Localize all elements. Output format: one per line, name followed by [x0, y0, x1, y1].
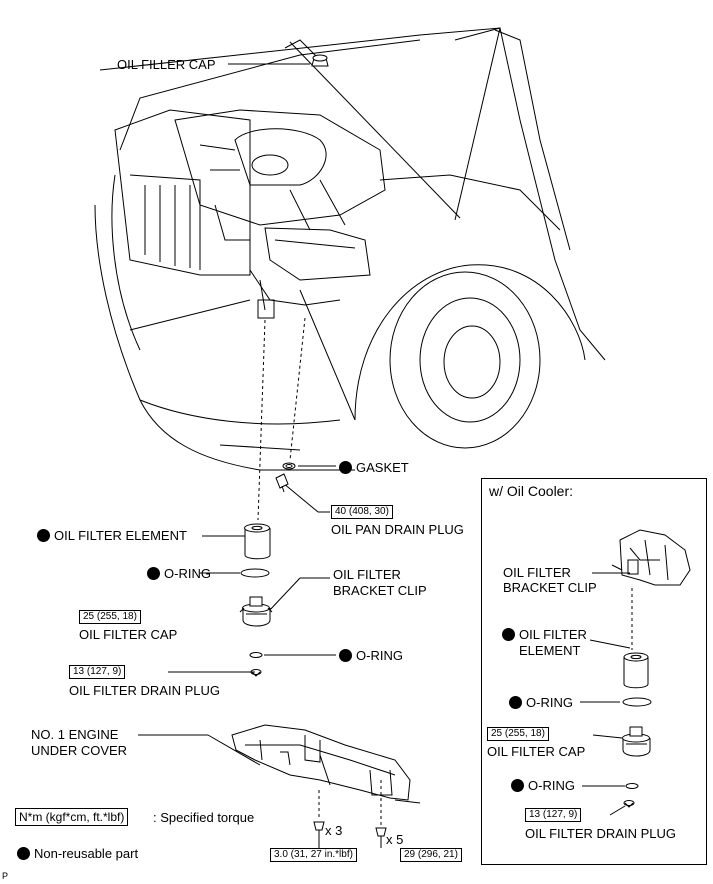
- oil-filter-element-label: OIL FILTER ELEMENT: [37, 528, 187, 543]
- inset-cap-label: OIL FILTER CAP: [487, 744, 586, 759]
- oil-filter-drain-plug-torque: 13 (127, 9): [69, 665, 126, 679]
- under-cover-part: [231, 724, 421, 804]
- bolt-x5-count: x 5: [386, 832, 404, 847]
- oil-filter-cap-part: [239, 596, 273, 627]
- inset-cap-torque: 25 (255, 18): [487, 727, 549, 741]
- oil-filler-cap-part: [311, 54, 329, 67]
- bolt-x5-part: [375, 827, 387, 842]
- nonreusable-dot-icon: [509, 696, 522, 709]
- oil-filler-cap-label: OIL FILLER CAP: [117, 57, 216, 72]
- oil-filter-drain-plug-part: [250, 669, 262, 677]
- nonreusable-dot-icon: [37, 529, 50, 542]
- inset-o-ring-label: O-RING: [509, 695, 573, 710]
- vehicle-illustration: [94, 27, 606, 471]
- o-ring-2-text: O-RING: [356, 648, 403, 663]
- oil-filter-bracket-clip-label-1: OIL FILTER: [333, 567, 401, 582]
- nonreusable-dot-icon: [339, 461, 352, 474]
- oil-pan-drain-plug-label: OIL PAN DRAIN PLUG: [331, 522, 464, 537]
- under-cover-label-1: NO. 1 ENGINE: [31, 727, 119, 742]
- corner-code: P: [2, 871, 9, 881]
- legend-unit-box: N*m (kgf*cm, ft.*lbf): [15, 808, 129, 826]
- inset-title: w/ Oil Cooler:: [489, 483, 574, 499]
- inset-bracket-clip-label-2: BRACKET CLIP: [503, 580, 597, 595]
- legend-unit-text: : Specified torque: [153, 810, 255, 825]
- inset-element-label-2: ELEMENT: [519, 643, 581, 658]
- nonreusable-dot-icon: [502, 628, 515, 641]
- oil-cooler-inset: [481, 478, 707, 865]
- nonreusable-dot-icon: [339, 649, 352, 662]
- o-ring-text: O-RING: [164, 566, 211, 581]
- inset-element-text-1: OIL FILTER: [519, 627, 587, 642]
- nonreusable-dot-icon: [17, 847, 30, 860]
- legend-nonreusable-text: Non-reusable part: [34, 846, 139, 861]
- nonreusable-dot-icon: [511, 779, 524, 792]
- inset-drain-plug-torque: 13 (127, 9): [525, 808, 582, 822]
- bolt-x3-count: x 3: [325, 823, 343, 838]
- oil-pan-drain-plug-part: [275, 473, 289, 493]
- oil-filter-element-part: [244, 523, 271, 560]
- inset-drain-plug-label: OIL FILTER DRAIN PLUG: [525, 826, 676, 841]
- o-ring-2-label: O-RING: [339, 648, 403, 663]
- oil-pan-drain-plug-torque: 40 (408, 30): [331, 505, 393, 519]
- inset-element-label-1: OIL FILTER: [502, 627, 587, 642]
- oil-filter-cap-torque: 25 (255, 18): [79, 610, 141, 624]
- oil-filter-element-text: OIL FILTER ELEMENT: [54, 528, 187, 543]
- gasket-part: [282, 462, 296, 470]
- inset-o-ring-2-text: O-RING: [528, 778, 575, 793]
- oil-filter-bracket-clip-label-2: BRACKET CLIP: [333, 583, 427, 598]
- gasket-text: GASKET: [356, 460, 409, 475]
- under-cover-label-2: UNDER COVER: [31, 743, 128, 758]
- leader-lines: [138, 63, 382, 848]
- dashed-lines: [257, 317, 633, 830]
- legend-nonreusable: Non-reusable part: [17, 846, 138, 861]
- gasket-label: GASKET: [339, 460, 409, 475]
- bolt-x5-torque: 29 (296, 21): [400, 848, 462, 862]
- o-ring-label: O-RING: [147, 566, 211, 581]
- oil-filter-cap-label: OIL FILTER CAP: [79, 627, 178, 642]
- inset-art: [580, 529, 691, 816]
- inset-bracket-clip-label-1: OIL FILTER: [503, 565, 571, 580]
- oil-filter-drain-plug-label: OIL FILTER DRAIN PLUG: [69, 683, 220, 698]
- small-o-ring-part: [249, 652, 263, 658]
- nonreusable-dot-icon: [147, 567, 160, 580]
- bolt-x3-torque: 3.0 (31, 27 in.*lbf): [270, 848, 357, 862]
- o-ring-part: [240, 568, 270, 578]
- inset-o-ring-2-label: O-RING: [511, 778, 575, 793]
- bolt-x3-part: [313, 821, 325, 838]
- inset-o-ring-text: O-RING: [526, 695, 573, 710]
